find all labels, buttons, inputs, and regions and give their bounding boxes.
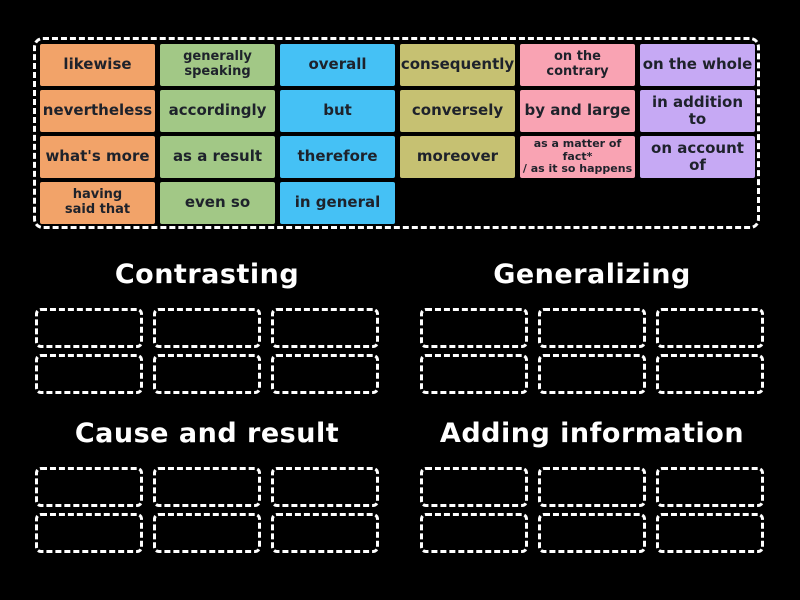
drop-slot[interactable] <box>271 308 379 348</box>
tile-grid: likewise generally speaking overall cons… <box>40 44 755 224</box>
tile-but[interactable]: but <box>280 90 395 132</box>
tile-in-general[interactable]: in general <box>280 182 395 224</box>
drop-slot[interactable] <box>420 513 528 553</box>
drop-slot[interactable] <box>35 354 143 394</box>
drop-slot[interactable] <box>656 308 764 348</box>
drop-slot[interactable] <box>656 467 764 507</box>
tile-as-a-matter-of-fact[interactable]: as a matter of fact* / as it so happens <box>520 136 635 178</box>
drop-slot[interactable] <box>656 513 764 553</box>
group-title-contrasting: Contrasting <box>114 259 300 290</box>
slot-grid-contrasting <box>35 308 379 394</box>
group-adding-information: Adding information <box>420 419 764 553</box>
tile-nevertheless[interactable]: nevertheless <box>40 90 155 132</box>
group-title-cause-and-result: Cause and result <box>74 418 340 449</box>
drop-slot[interactable] <box>420 467 528 507</box>
tile-even-so[interactable]: even so <box>160 182 275 224</box>
tile-overall[interactable]: overall <box>280 44 395 86</box>
drop-slot[interactable] <box>538 513 646 553</box>
drop-slot[interactable] <box>656 354 764 394</box>
drop-slot[interactable] <box>420 354 528 394</box>
drop-slot[interactable] <box>271 354 379 394</box>
tile-consequently[interactable]: consequently <box>400 44 515 86</box>
group-cause-and-result: Cause and result <box>35 419 379 553</box>
tile-generally-speaking[interactable]: generally speaking <box>160 44 275 86</box>
drop-slot[interactable] <box>35 513 143 553</box>
group-title-generalizing: Generalizing <box>493 259 691 290</box>
tile-by-and-large[interactable]: by and large <box>520 90 635 132</box>
group-contrasting: Contrasting <box>35 260 379 394</box>
tile-on-account-of[interactable]: on account of <box>640 136 755 178</box>
drop-slot[interactable] <box>153 467 261 507</box>
drop-slot[interactable] <box>538 354 646 394</box>
tile-whats-more[interactable]: what's more <box>40 136 155 178</box>
tile-accordingly[interactable]: accordingly <box>160 90 275 132</box>
word-tray: likewise generally speaking overall cons… <box>33 37 760 229</box>
tile-moreover[interactable]: moreover <box>400 136 515 178</box>
tile-having-said-that[interactable]: having said that <box>40 182 155 224</box>
drop-slot[interactable] <box>420 308 528 348</box>
drop-slot[interactable] <box>538 308 646 348</box>
tile-conversely[interactable]: conversely <box>400 90 515 132</box>
drop-slot[interactable] <box>153 513 261 553</box>
drop-slot[interactable] <box>153 308 261 348</box>
group-generalizing: Generalizing <box>420 260 764 394</box>
drop-slot[interactable] <box>538 467 646 507</box>
drop-slot[interactable] <box>153 354 261 394</box>
tile-as-a-result[interactable]: as a result <box>160 136 275 178</box>
tile-on-the-whole[interactable]: on the whole <box>640 44 755 86</box>
slot-grid-adding-information <box>420 467 764 553</box>
slot-grid-cause-and-result <box>35 467 379 553</box>
drop-slot[interactable] <box>35 308 143 348</box>
drop-slot[interactable] <box>271 467 379 507</box>
tile-likewise[interactable]: likewise <box>40 44 155 86</box>
tile-in-addition-to[interactable]: in addition to <box>640 90 755 132</box>
group-title-adding-information: Adding information <box>439 418 745 449</box>
drop-slot[interactable] <box>35 467 143 507</box>
drop-slot[interactable] <box>271 513 379 553</box>
tile-on-the-contrary[interactable]: on the contrary <box>520 44 635 86</box>
tile-therefore[interactable]: therefore <box>280 136 395 178</box>
slot-grid-generalizing <box>420 308 764 394</box>
